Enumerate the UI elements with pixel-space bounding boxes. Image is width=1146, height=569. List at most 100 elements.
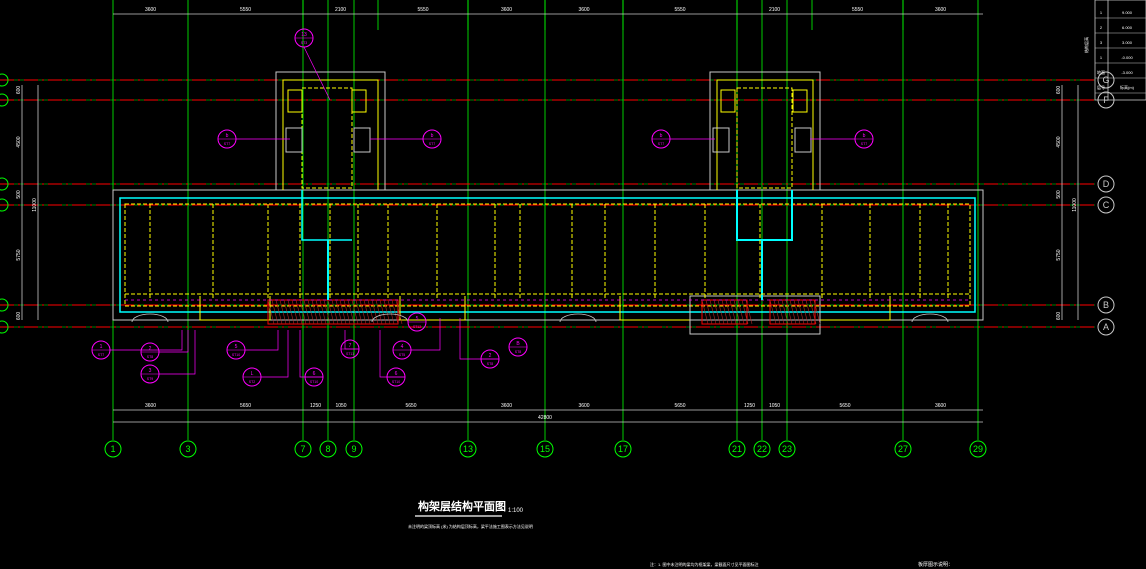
callout-leader — [411, 318, 441, 351]
hatch-stroke — [769, 299, 777, 325]
dim-bottom-label: 5650 — [405, 403, 416, 409]
hatch-stroke — [275, 299, 283, 325]
axis-label-x: 27 — [898, 444, 908, 454]
table-row-floor: 层号 — [1097, 84, 1105, 90]
callout-leader — [245, 330, 279, 351]
axis-bubble-y — [1097, 196, 1115, 214]
callout-leader — [159, 330, 189, 353]
table-row-floor: 3 — [1100, 40, 1103, 45]
hatch-stroke — [789, 299, 797, 325]
hatch-stroke — [741, 299, 749, 325]
dim-top-label: 5550 — [240, 7, 251, 13]
callout-top: b — [863, 133, 866, 139]
axis-label-x: 22 — [757, 444, 767, 454]
axis-bubble-x — [459, 440, 477, 458]
hatch-stroke — [721, 299, 729, 325]
dim-top-label: 2100 — [335, 7, 346, 13]
dim-bottom-label: 3600 — [145, 403, 156, 409]
hatch-stroke — [287, 299, 295, 325]
axis-bubble-left — [0, 320, 9, 334]
axis-bubble-y — [1097, 296, 1115, 314]
callout-leader — [261, 330, 289, 378]
hatch-stroke — [303, 299, 311, 325]
callout-bottom: ST10 — [392, 380, 400, 384]
dim-bottom-label: 3600 — [501, 403, 512, 409]
hatch-stroke — [375, 299, 383, 325]
dim-left-label: 600 — [16, 312, 22, 321]
hatch-stroke — [283, 299, 291, 325]
axis-bubble-x — [345, 440, 363, 458]
overall-left-label: 11000 — [32, 198, 38, 212]
axis-bubble-x — [294, 440, 312, 458]
callout-top: 2 — [149, 346, 152, 352]
dim-left-label: 4500 — [16, 136, 22, 147]
axis-label-y: D — [1103, 179, 1110, 189]
dim-left-label: 600 — [16, 86, 22, 95]
hatch-stroke — [327, 299, 335, 325]
dim-top-label: 3600 — [501, 7, 512, 13]
dim-top-label: 5550 — [417, 7, 428, 13]
footer-note: 注：1. 图中未注明的梁均为框架梁，梁截面尺寸见平面图标注 — [650, 561, 758, 567]
dim-bottom-label: 5650 — [839, 403, 850, 409]
hatch-stroke — [323, 299, 331, 325]
dimension-lines — [21, 13, 1079, 423]
table-row-level: 3.000 — [1122, 40, 1133, 45]
hatch-stroke — [809, 299, 817, 325]
hatch-stroke — [359, 299, 367, 325]
table-row-level: -3.000 — [1121, 70, 1133, 75]
hatch-stroke — [315, 299, 323, 325]
hatch-stroke — [725, 299, 733, 325]
axis-label-x: 7 — [300, 444, 305, 454]
axis-bubble-y — [1097, 71, 1115, 89]
hatch-stroke — [343, 299, 351, 325]
hatch-stroke — [773, 299, 781, 325]
hatch-stroke — [371, 299, 379, 325]
axis-bubble-x — [104, 440, 122, 458]
dim-bottom-label: 5650 — [674, 403, 685, 409]
dim-top-label: 3600 — [145, 7, 156, 13]
callout-top: b — [660, 133, 663, 139]
axis-bubble-x — [728, 440, 746, 458]
axis-label-y: B — [1103, 300, 1109, 310]
callout-top: 5 — [416, 316, 419, 322]
axis-bubble-x — [894, 440, 912, 458]
axis-bubble-left — [0, 298, 9, 312]
hatch-stroke — [319, 299, 327, 325]
table-row-level: 9.000 — [1122, 10, 1133, 15]
callout-bottom: ST7 — [98, 353, 104, 357]
callout-bottom: ST7 — [429, 142, 435, 146]
axis-label-x: 13 — [463, 444, 473, 454]
axis-bubble-left — [0, 198, 9, 212]
callout-leader — [344, 330, 359, 350]
axis-label-x: 15 — [540, 444, 550, 454]
drawing-scale: 1:100 — [508, 508, 524, 514]
dim-bottom-label: 1250 — [744, 403, 755, 409]
callout-leader — [299, 330, 323, 378]
stair-hatching — [131, 299, 949, 325]
hatch-stroke — [801, 299, 809, 325]
callout-top: 3 — [149, 368, 152, 374]
stair-arc — [131, 313, 169, 323]
hatch-stroke — [785, 299, 793, 325]
hatch-stroke — [805, 299, 813, 325]
dim-top-label: 5550 — [674, 7, 685, 13]
callout-bottom: ST8 — [515, 350, 521, 354]
hatch-stroke — [347, 299, 355, 325]
hatch-stroke — [395, 299, 403, 325]
axis-bubble-x — [778, 440, 796, 458]
hatch-stroke — [299, 299, 307, 325]
table-row-level: 6.000 — [1122, 25, 1133, 30]
axis-bubble-x — [969, 440, 987, 458]
callout-top: 7 — [349, 343, 352, 349]
axis-label-y: C — [1103, 200, 1110, 210]
hatch-stroke — [709, 299, 717, 325]
hatch-stroke — [367, 299, 375, 325]
callout-bottom: ST7 — [861, 142, 867, 146]
callout-bottom: ST10 — [310, 380, 318, 384]
table-row-level: -0.000 — [1121, 55, 1133, 60]
hatch-stroke — [777, 299, 785, 325]
axis-label-x: 1 — [110, 444, 115, 454]
dim-bottom-label: 1050 — [335, 403, 346, 409]
